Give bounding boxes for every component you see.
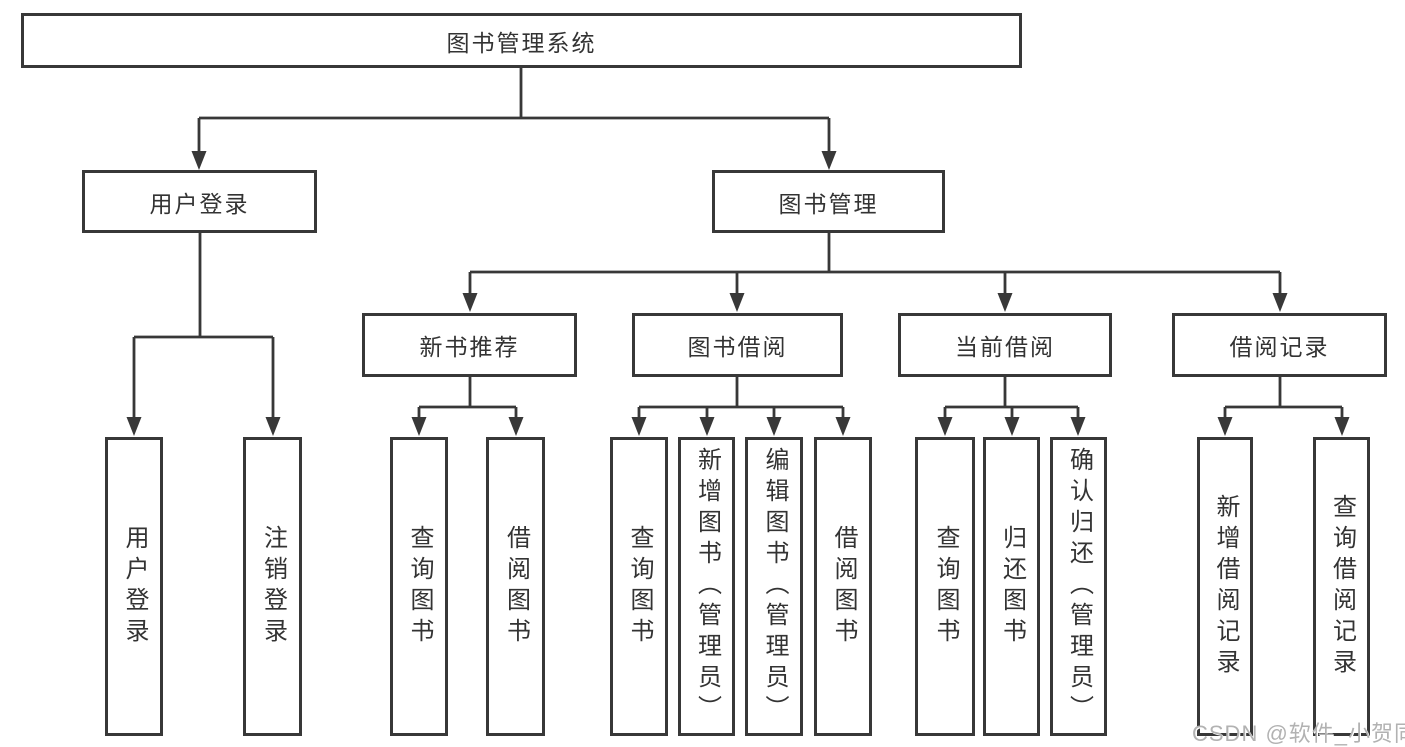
node-query-books-borrowing: 查询图书 — [610, 437, 668, 736]
arrow-down-icon — [508, 417, 524, 436]
node-label: 归还图书 — [998, 524, 1026, 649]
node-user-login: 用户登录 — [82, 170, 317, 233]
connector-recommendation-children — [417, 377, 518, 419]
node-query-books-recommend: 查询图书 — [390, 437, 448, 736]
node-label: 查询图书 — [932, 524, 959, 649]
node-borrowing-records: 借阅记录 — [1172, 313, 1387, 377]
node-label: 编辑图书（管理员） — [761, 447, 788, 726]
connector-user-login-children — [132, 233, 275, 419]
node-user-login-leaf: 用户登录 — [105, 437, 163, 736]
arrow-down-icon — [631, 417, 647, 436]
node-borrow-books-borrowing: 借阅图书 — [814, 437, 872, 736]
arrow-down-icon — [821, 151, 837, 170]
arrow-down-icon — [1070, 417, 1086, 436]
node-label: 用户登录 — [149, 190, 250, 217]
node-borrow-books-recommend: 借阅图书 — [486, 437, 545, 736]
node-library-management-system: 图书管理系统 — [21, 13, 1022, 68]
node-add-books-admin: 新增图书（管理员） — [678, 437, 735, 736]
arrow-down-icon — [191, 151, 207, 170]
arrow-down-icon — [997, 293, 1013, 312]
node-label: 注销登录 — [259, 524, 287, 649]
node-return-books: 归还图书 — [983, 437, 1040, 736]
node-label: 图书管理系统 — [446, 29, 597, 56]
arrow-down-icon — [411, 417, 427, 436]
node-label: 图书管理 — [778, 190, 879, 217]
node-query-books-current: 查询图书 — [915, 437, 975, 736]
connector-current-children — [943, 377, 1080, 419]
node-label: 当前借阅 — [955, 334, 1055, 360]
arrow-down-icon — [699, 417, 715, 436]
connector-root-to-level2 — [197, 68, 831, 153]
arrow-down-icon — [937, 417, 953, 436]
arrow-down-icon — [1272, 293, 1288, 312]
arrow-down-icon — [1334, 417, 1350, 436]
arrow-down-icon — [835, 417, 851, 436]
node-label: 查询图书 — [626, 524, 653, 649]
node-confirm-return-admin: 确认归还（管理员） — [1050, 437, 1107, 736]
node-label: 新增借阅记录 — [1212, 493, 1239, 680]
node-book-management: 图书管理 — [712, 170, 945, 233]
arrow-down-icon — [265, 417, 281, 436]
node-label: 借阅图书 — [830, 524, 857, 649]
connector-book-management-children — [468, 233, 1282, 295]
arrow-down-icon — [729, 293, 745, 312]
arrow-down-icon — [1004, 417, 1020, 436]
node-add-borrow-record: 新增借阅记录 — [1197, 437, 1253, 736]
node-edit-books-admin: 编辑图书（管理员） — [745, 437, 803, 736]
node-label: 查询图书 — [406, 524, 433, 649]
connector-records-children — [1223, 377, 1344, 419]
node-label: 确认归还（管理员） — [1065, 447, 1093, 726]
node-query-borrow-record: 查询借阅记录 — [1313, 437, 1370, 736]
connector-borrowing-children — [637, 377, 845, 419]
node-new-book-recommendation: 新书推荐 — [362, 313, 577, 377]
node-logout: 注销登录 — [243, 437, 302, 736]
node-current-borrowing: 当前借阅 — [898, 313, 1112, 377]
arrow-down-icon — [766, 417, 782, 436]
node-label: 新增图书（管理员） — [693, 447, 721, 726]
arrow-down-icon — [462, 293, 478, 312]
arrow-down-icon — [126, 417, 142, 436]
node-label: 用户登录 — [121, 524, 148, 649]
node-label: 查询借阅记录 — [1328, 493, 1356, 680]
node-label: 借阅图书 — [502, 524, 530, 649]
arrow-down-icon — [1217, 417, 1233, 436]
csdn-watermark: CSDN @软件_小贺同学 — [1192, 721, 1405, 746]
node-label: 图书借阅 — [687, 334, 788, 360]
node-book-borrowing: 图书借阅 — [632, 313, 843, 377]
node-label: 借阅记录 — [1229, 334, 1330, 360]
node-label: 新书推荐 — [419, 334, 520, 360]
